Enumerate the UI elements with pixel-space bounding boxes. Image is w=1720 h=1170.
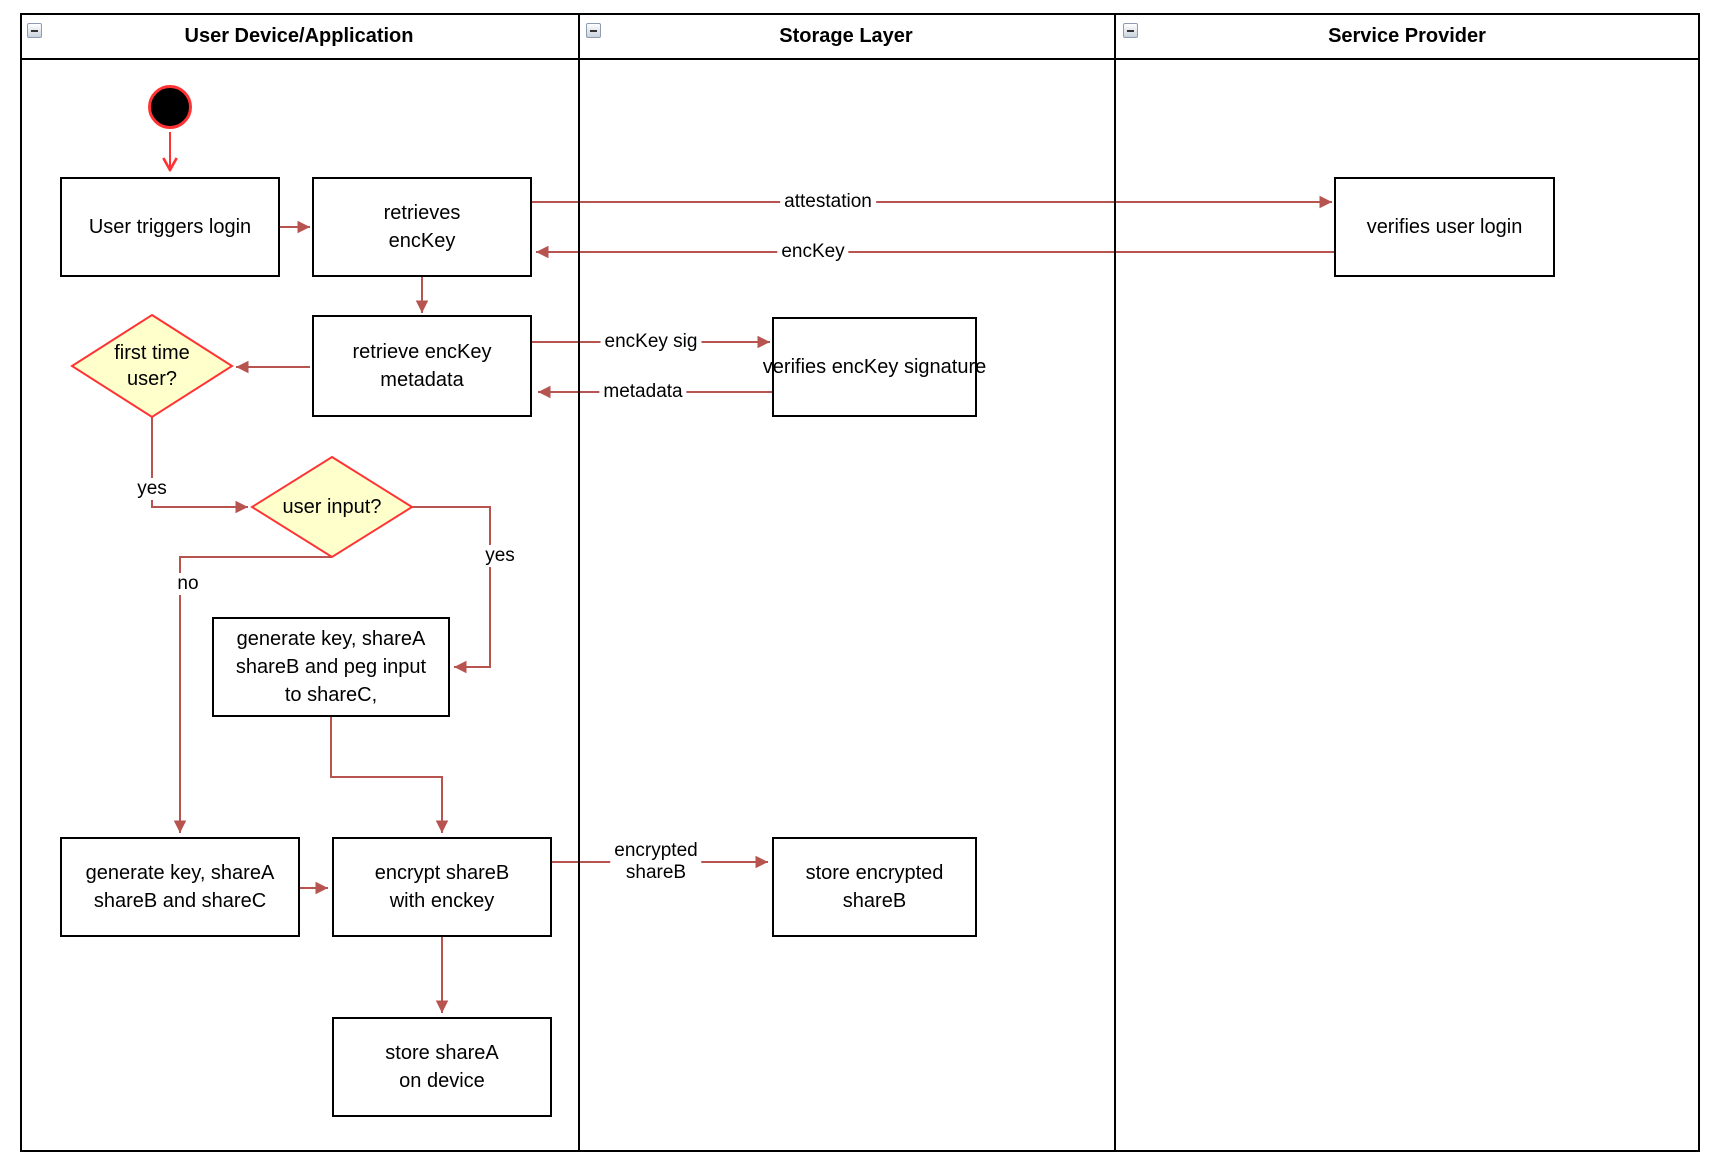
lane-divider-2 bbox=[1114, 13, 1116, 1152]
node-store-encrypted-shareb[interactable]: store encrypted shareB bbox=[772, 837, 977, 937]
lane-header-divider bbox=[20, 58, 1700, 60]
swimlane-frame bbox=[20, 13, 1700, 1152]
decision-first-time-user[interactable] bbox=[70, 313, 234, 419]
edge-label-metadata: metadata bbox=[599, 381, 687, 403]
minus-glyph bbox=[590, 29, 597, 32]
edge-label-enckey-sig: encKey sig bbox=[600, 331, 702, 353]
node-verifies-enckey-signature[interactable]: verifies encKey signature bbox=[763, 317, 986, 417]
lane-title-storage-layer[interactable]: Storage Layer bbox=[779, 25, 913, 47]
node-retrieve-enckey-metadata[interactable]: retrieve encKey metadata bbox=[312, 315, 532, 417]
edge-label-yes-first-time: yes bbox=[133, 478, 171, 500]
edge-peg-to-encrypt bbox=[330, 717, 449, 833]
edge-yes-to-generate-peg bbox=[412, 506, 491, 674]
node-generate-key-peg-input[interactable]: generate key, shareA shareB and peg inpu… bbox=[212, 617, 450, 717]
node-store-sharea-on-device[interactable]: store shareA on device bbox=[332, 1017, 552, 1117]
lane-divider-1 bbox=[578, 13, 580, 1152]
collapse-minus-icon[interactable] bbox=[27, 23, 42, 38]
edge-label-yes-user-input: yes bbox=[481, 545, 519, 567]
edge-label-enckey: encKey bbox=[777, 241, 849, 263]
collapse-minus-icon[interactable] bbox=[586, 23, 601, 38]
node-verifies-user-login[interactable]: verifies user login bbox=[1334, 177, 1555, 277]
node-retrieves-enckey[interactable]: retrieves encKey bbox=[312, 177, 532, 277]
node-user-triggers-login[interactable]: User triggers login bbox=[60, 177, 280, 277]
collapse-minus-icon[interactable] bbox=[1123, 23, 1138, 38]
decision-user-input[interactable] bbox=[250, 455, 414, 559]
minus-glyph bbox=[31, 29, 38, 32]
lane-title-user-device[interactable]: User Device/Application bbox=[184, 25, 414, 47]
edge-label-attestation: attestation bbox=[780, 191, 876, 213]
decision-first-time-user-label: first time user? bbox=[114, 342, 190, 390]
lane-title-service-provider[interactable]: Service Provider bbox=[1328, 25, 1486, 47]
edge-no-to-generate bbox=[173, 556, 332, 833]
minus-glyph bbox=[1127, 29, 1134, 32]
decision-user-input-label: user input? bbox=[282, 496, 382, 518]
node-encrypt-shareb[interactable]: encrypt shareB with enckey bbox=[332, 837, 552, 937]
start-node[interactable] bbox=[148, 85, 192, 129]
edge-label-encrypted-shareb: encrypted shareB bbox=[610, 840, 702, 884]
edge-yes-to-userinput bbox=[151, 417, 248, 514]
edge-label-no-user-input: no bbox=[173, 573, 203, 595]
node-generate-key-sharec[interactable]: generate key, shareA shareB and shareC bbox=[60, 837, 300, 937]
